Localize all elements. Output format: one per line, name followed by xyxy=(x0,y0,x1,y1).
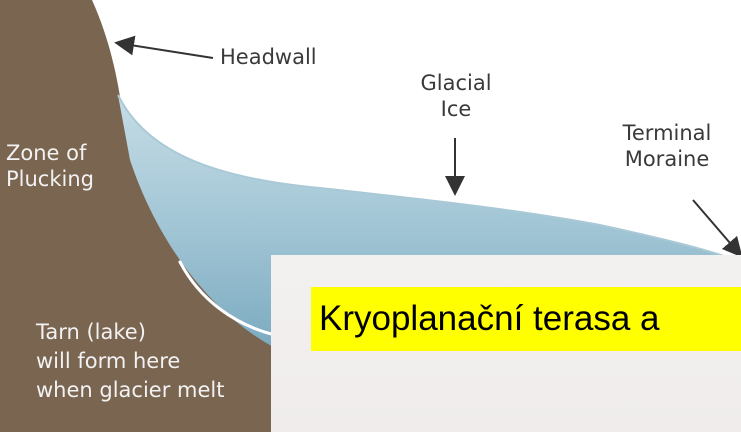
terminal-moraine-label: Terminal Moraine xyxy=(612,120,722,172)
tarn-label: Tarn (lake) will form here when glacier … xyxy=(36,318,224,405)
headwall-label: Headwall xyxy=(220,44,317,70)
tarn-line-3: when glacier melt xyxy=(36,376,224,405)
terminal-moraine-line-1: Terminal xyxy=(612,120,722,146)
zone-of-plucking-label: Zone of Plucking xyxy=(6,140,94,192)
tarn-line-2: will form here xyxy=(36,347,224,376)
zone-of-plucking-line-2: Plucking xyxy=(6,166,94,192)
glacial-ice-line-2: Ice xyxy=(416,96,496,122)
glacial-ice-line-1: Glacial xyxy=(416,70,496,96)
zone-of-plucking-line-1: Zone of xyxy=(6,140,94,166)
tarn-line-1: Tarn (lake) xyxy=(36,318,224,347)
terminal-moraine-line-2: Moraine xyxy=(612,146,722,172)
overlay-slide-card: Kryoplanační terasa a xyxy=(271,255,741,432)
headwall-text: Headwall xyxy=(220,44,317,70)
glacial-ice-label: Glacial Ice xyxy=(416,70,496,122)
highlighted-caption: Kryoplanační terasa a xyxy=(311,287,741,351)
